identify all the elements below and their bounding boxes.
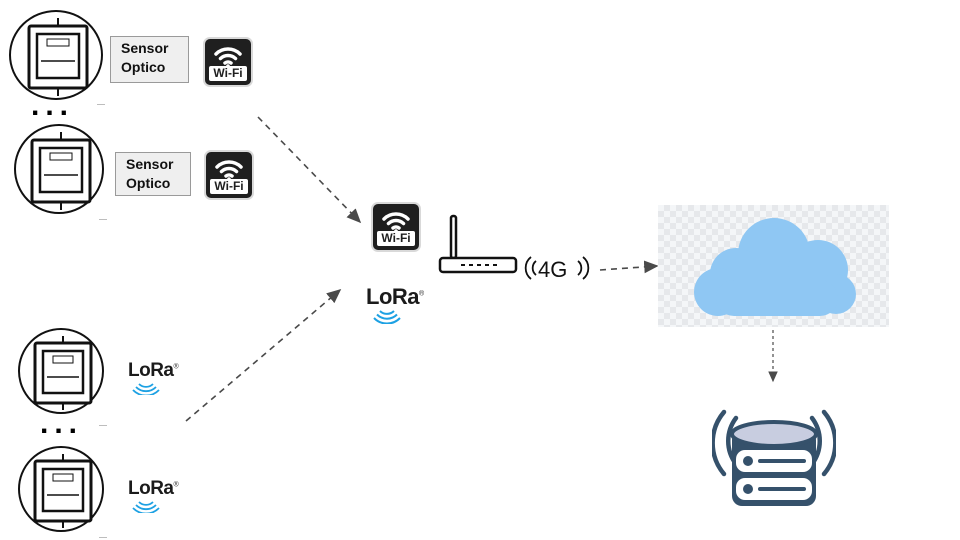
gateway-wifi-badge: Wi-Fi xyxy=(371,202,421,252)
lora-label: LoRa xyxy=(128,478,174,499)
dash-mark xyxy=(99,219,107,220)
sensor-label-line1: Sensor xyxy=(121,40,169,56)
lora-icon xyxy=(132,383,160,395)
dash-mark xyxy=(99,537,107,538)
4g-signal-icon xyxy=(524,256,590,280)
electric-meter-icon xyxy=(30,132,92,210)
arrow-gateway-to-cloud xyxy=(599,260,659,274)
lora-registered-mark: ® xyxy=(419,290,424,298)
lora-registered-mark: ® xyxy=(173,363,179,371)
sensor-label-line2: Optico xyxy=(121,59,166,75)
wifi-badge-2: Wi-Fi xyxy=(204,150,254,200)
lora-icon xyxy=(373,310,401,324)
lora-logo-meter-3: LoRa® xyxy=(128,360,188,395)
lora-registered-mark: ® xyxy=(173,481,179,489)
router-icon xyxy=(438,214,518,274)
wifi-badge-1: Wi-Fi xyxy=(203,37,253,87)
electric-meter-icon xyxy=(33,336,93,410)
lora-icon xyxy=(132,501,160,513)
database-server-icon xyxy=(712,409,836,506)
wifi-label: Wi-Fi xyxy=(210,179,248,194)
electric-meter-2 xyxy=(14,124,104,214)
dash-mark xyxy=(97,104,105,105)
ellipsis-wifi-meters: ... xyxy=(31,89,75,122)
sensor-optico-label-1: Sensor Optico xyxy=(110,36,189,83)
cloud-icon xyxy=(694,218,856,316)
gateway-lora-logo: LoRa® xyxy=(366,284,432,324)
electric-meter-icon xyxy=(33,454,93,528)
4g-label: 4G xyxy=(538,257,568,282)
electric-meter-icon xyxy=(27,18,89,96)
sensor-label-line2: Optico xyxy=(126,175,171,191)
sensor-label-line1: Sensor xyxy=(126,156,174,172)
lora-label: LoRa xyxy=(128,360,174,381)
wifi-label: Wi-Fi xyxy=(209,66,247,81)
wifi-label: Wi-Fi xyxy=(377,231,415,246)
electric-meter-3 xyxy=(18,328,104,414)
wifi-icon xyxy=(215,160,243,181)
dash-mark xyxy=(99,425,107,426)
arrow-lora-to-gateway xyxy=(185,288,342,422)
electric-meter-1 xyxy=(9,10,103,100)
arrow-wifi-to-gateway xyxy=(257,116,362,224)
ellipsis-lora-meters: ... xyxy=(40,407,84,440)
lora-label: LoRa xyxy=(366,284,420,309)
sensor-optico-label-2: Sensor Optico xyxy=(115,152,191,196)
electric-meter-4 xyxy=(18,446,104,532)
lora-logo-meter-4: LoRa® xyxy=(128,478,188,513)
